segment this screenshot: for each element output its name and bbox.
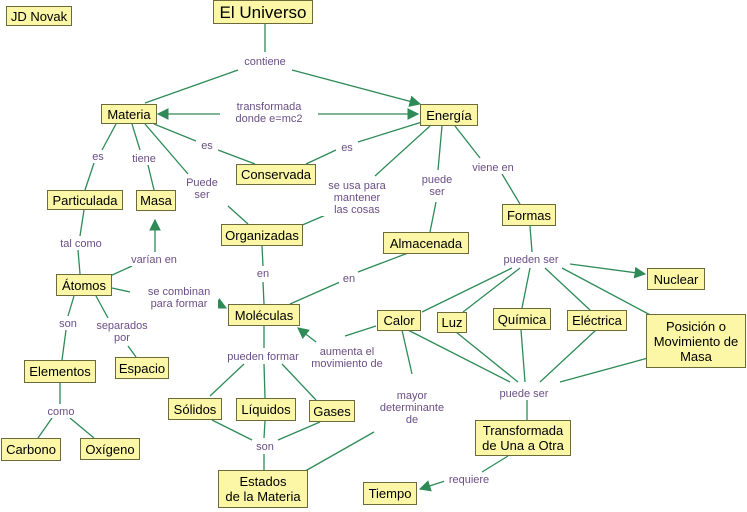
- node-gases: Gases: [309, 400, 355, 422]
- link-se-combinan-para-formar: se combinan para formar: [140, 286, 218, 310]
- node-moleculas: Moléculas: [228, 304, 300, 326]
- node-quimica: Química: [493, 308, 551, 330]
- node-solidos: Sólidos: [168, 398, 222, 420]
- node-materia: Materia: [101, 104, 157, 124]
- node-organizadas: Organizadas: [221, 224, 303, 246]
- node-conservada: Conservada: [236, 164, 316, 185]
- link-son-elementos: son: [56, 318, 80, 330]
- link-varian-en: varían en: [126, 254, 182, 266]
- link-contiene: contiene: [238, 56, 292, 68]
- node-electrica: Eléctrica: [567, 310, 627, 331]
- link-puede-ser-almacenada: puede ser: [417, 174, 457, 198]
- node-luz: Luz: [437, 312, 467, 333]
- node-tiempo: Tiempo: [363, 482, 417, 505]
- link-separados-por: separados por: [90, 320, 154, 344]
- link-en-almacenada-moleculas: en: [339, 273, 359, 285]
- node-carbono: Carbono: [1, 438, 61, 461]
- link-es-materia-particulada: es: [87, 151, 109, 163]
- node-atomos: Átomos: [56, 274, 112, 296]
- link-aumenta-movimiento: aumenta el movimiento de: [304, 346, 390, 370]
- link-puede-ser-organizadas: Puede ser: [182, 177, 222, 201]
- link-tiene: tiene: [128, 153, 160, 165]
- link-como: como: [44, 406, 78, 418]
- link-mayor-determinante: mayor determinante de: [374, 390, 450, 426]
- node-posicion-movimiento-masa: Posición o Movimiento de Masa: [646, 314, 746, 368]
- node-formas: Formas: [502, 204, 556, 226]
- link-pueden-ser: pueden ser: [496, 254, 566, 266]
- link-son-estados: son: [252, 441, 278, 453]
- node-espacio: Espacio: [115, 357, 169, 379]
- link-tal-como: tal como: [55, 238, 107, 250]
- node-el-universo: El Universo: [213, 0, 313, 24]
- link-pueden-formar: pueden formar: [218, 351, 308, 363]
- link-es-energia-conservada: es: [336, 142, 358, 154]
- node-masa: Masa: [136, 190, 176, 211]
- node-energia: Energía: [420, 104, 478, 126]
- node-oxigeno: Oxígeno: [80, 438, 140, 460]
- node-particulada: Particulada: [47, 190, 123, 210]
- link-transformada-emc2: transformada donde e=mc2: [220, 101, 318, 125]
- link-viene-en: viene en: [466, 162, 520, 174]
- link-puede-ser-transformada: puede ser: [492, 388, 556, 400]
- link-en-organizadas-moleculas: en: [253, 268, 273, 280]
- link-se-usa-para-mantener: se usa para mantener las cosas: [322, 180, 392, 216]
- node-estados-materia: Estados de la Materia: [218, 470, 308, 508]
- node-elementos: Elementos: [24, 360, 96, 383]
- node-calor: Calor: [377, 310, 421, 331]
- node-nuclear: Nuclear: [647, 268, 705, 290]
- author-label: JD Novak: [6, 6, 72, 26]
- node-almacenada: Almacenada: [383, 232, 469, 254]
- node-liquidos: Líquidos: [236, 398, 296, 421]
- node-transformada: Transformada de Una a Otra: [475, 420, 571, 456]
- link-es-materia-conservada: es: [196, 140, 218, 152]
- link-requiere: requiere: [444, 474, 494, 486]
